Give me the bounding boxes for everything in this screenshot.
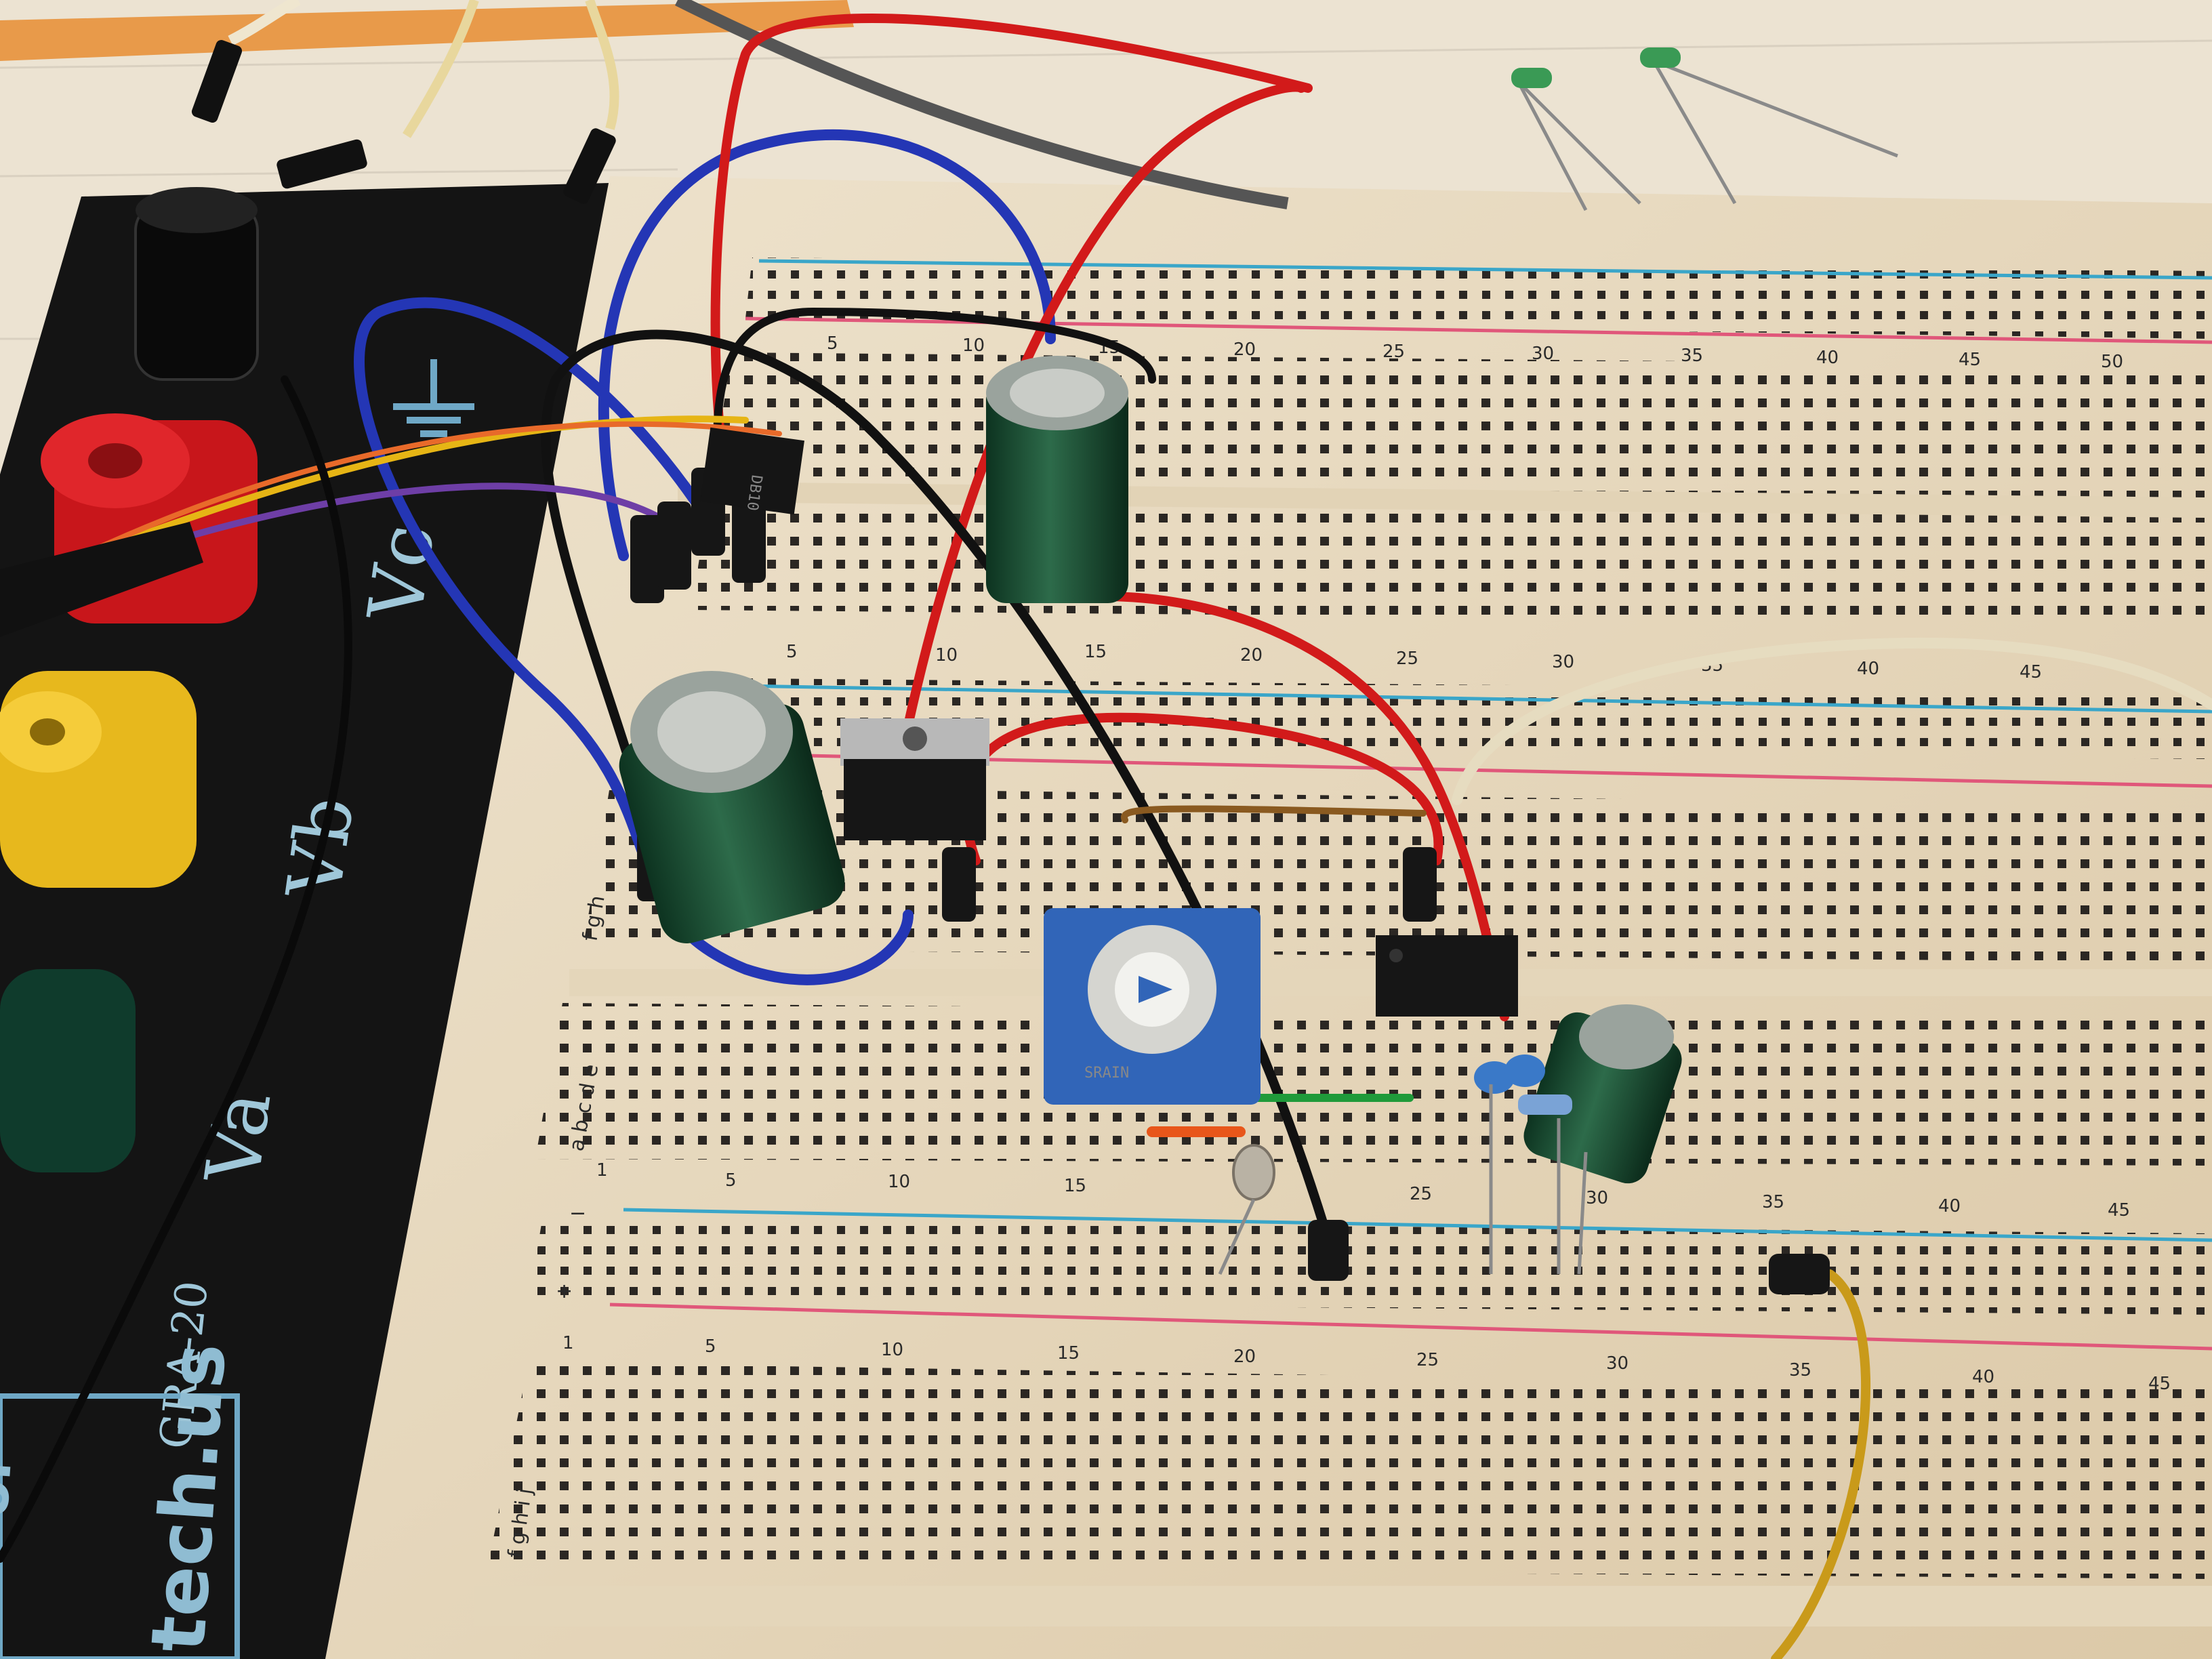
bottom-col-label: 35 <box>1789 1360 1811 1380</box>
loose-jumpers <box>191 0 1289 209</box>
loose-resistors <box>1511 47 1898 211</box>
mid-lower-col-label: 15 <box>1064 1176 1086 1196</box>
top-col-label: 20 <box>1233 340 1256 360</box>
top-col-label: 30 <box>1532 344 1554 364</box>
mid-lower-col-label: 40 <box>1938 1196 1961 1216</box>
black-wire-2 <box>713 307 1156 478</box>
bottom-col-label: 40 <box>1972 1367 1994 1387</box>
orange-ruler <box>0 0 854 61</box>
mid-lower-col-label: 1 <box>596 1160 608 1181</box>
top-col-label: 35 <box>1681 346 1703 366</box>
panel-terminals: Va Vb Vc GRA-20 tech.us ol <box>0 187 474 1659</box>
black-terminal-post <box>134 187 259 381</box>
red-wire-1 <box>710 14 1313 479</box>
bottom-col-label: 25 <box>1416 1350 1439 1370</box>
panel-url-text: tech.us <box>134 1340 243 1655</box>
blue-wire-1 <box>598 129 1056 561</box>
bottom-col-label: 45 <box>2148 1374 2171 1394</box>
small-parts <box>1218 1054 1588 1275</box>
capacitor-left <box>619 671 845 943</box>
black-wire-1 <box>541 329 1333 1245</box>
brown-jumper <box>1120 805 1427 823</box>
terminal-label-va: Va <box>189 1086 288 1189</box>
middle-terminal-upper <box>583 786 2212 962</box>
probe-clip <box>0 522 203 637</box>
green-terminal-post <box>0 969 136 1172</box>
yellow-terminal-post <box>0 671 197 888</box>
mid-upper-col-label: 30 <box>1552 652 1574 672</box>
bottom-col-label: 1 <box>562 1333 574 1353</box>
mid-lower-col-label: 25 <box>1410 1184 1432 1204</box>
mid-upper-col-label: 25 <box>1396 649 1418 669</box>
mid-lower-col-label: 30 <box>1586 1188 1608 1208</box>
top-col-label: 45 <box>1959 350 1981 370</box>
top-col-label: 25 <box>1382 342 1405 362</box>
bottom-col-label: 30 <box>1606 1353 1629 1374</box>
voltage-regulator <box>840 718 989 840</box>
bottom-col-label: 20 <box>1233 1347 1256 1367</box>
mid-upper-col-label: 40 <box>1857 659 1879 679</box>
blue-wire-2 <box>354 297 914 985</box>
cream-wire <box>1452 637 2212 805</box>
mid-upper-col-label: 10 <box>935 645 958 665</box>
mid-lower-col-label: 45 <box>2108 1200 2130 1221</box>
panel-url-prefix: ol <box>0 1459 24 1519</box>
mid-upper-col-label: 20 <box>1240 645 1263 665</box>
mid-lower-col-label: 5 <box>725 1170 737 1191</box>
capacitor-top <box>986 356 1128 603</box>
panel-black-cable <box>0 375 352 1563</box>
rail-minus-label: − <box>569 1202 586 1225</box>
mid-lower-col-label: 35 <box>1762 1192 1784 1212</box>
gold-wire <box>1771 1269 1870 1659</box>
red-wire-2 <box>903 82 1306 730</box>
mid-upper-col-label: 5 <box>786 642 798 662</box>
top-col-label: 10 <box>962 335 985 356</box>
trimmer-potentiometer: SRAIN <box>1044 908 1261 1105</box>
top-col-label: 5 <box>827 333 838 354</box>
rail-plus-label: + <box>556 1279 573 1303</box>
top-col-label: 50 <box>2101 352 2123 372</box>
bottom-terminal-strip <box>488 1362 2212 1579</box>
red-wire-3 <box>1100 592 1509 1021</box>
url-box <box>0 1393 240 1659</box>
trimmer-marking: SRAIN <box>1084 1065 1129 1082</box>
top-power-rail <box>745 258 2212 344</box>
ground-symbol <box>393 359 474 437</box>
ic-chip <box>1376 935 1518 1017</box>
bottom-col-label: 10 <box>881 1340 903 1360</box>
mid-upper-col-label: 15 <box>1084 642 1107 662</box>
capacitor-small <box>1523 1004 1682 1184</box>
middle-terminal-lower <box>535 1003 2212 1166</box>
bottom-lower-channel <box>474 1586 2212 1626</box>
mid-lower-col-label: 10 <box>888 1172 910 1192</box>
bottom-column-numbers: 1 5 10 15 20 25 30 35 40 45 <box>562 1333 2171 1394</box>
bridge-rectifier: DB10 <box>700 427 804 515</box>
bottom-col-label: 15 <box>1057 1343 1080 1364</box>
mid-upper-col-label: 45 <box>2020 662 2042 682</box>
top-col-label: 40 <box>1816 348 1839 368</box>
bottom-col-label: 5 <box>705 1336 716 1357</box>
